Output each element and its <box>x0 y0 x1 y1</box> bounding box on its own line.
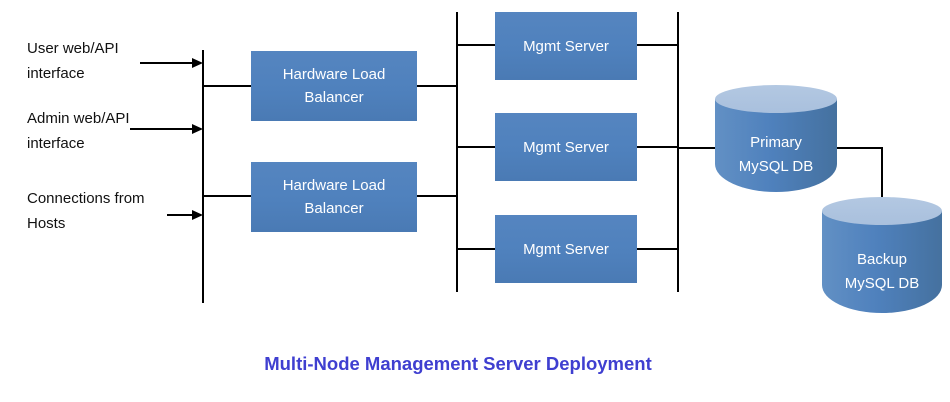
mgmt-server-box-3: Mgmt Server <box>495 215 637 283</box>
arrow-hosts-line <box>167 214 194 216</box>
mgmt-server-label: Mgmt Server <box>523 138 609 156</box>
input-label-user-web-api: User web/API interface <box>27 36 119 86</box>
load-balancer-box-1: Hardware Load Balancer <box>251 51 417 121</box>
arrow-admin-line <box>130 128 194 130</box>
rail-inputs <box>202 50 204 303</box>
diagram-title: Multi-Node Management Server Deployment <box>264 353 652 374</box>
load-balancer-box-2: Hardware Load Balancer <box>251 162 417 232</box>
input-label-admin-web-api: Admin web/API interface <box>27 106 130 156</box>
mgmt-server-label: Mgmt Server <box>523 240 609 258</box>
connector-lb1-to-rail <box>417 85 457 87</box>
input-label-connections-hosts: Connections from Hosts <box>27 186 145 236</box>
connector-elbow-to-backup <box>881 147 883 232</box>
connector-rail-to-lb1 <box>202 85 251 87</box>
mgmt-server-label: Mgmt Server <box>523 37 609 55</box>
arrow-user-head-icon <box>192 58 203 68</box>
primary-db-cylinder-top <box>715 85 837 113</box>
backup-db-cylinder-top <box>822 197 942 225</box>
mgmt-server-box-1: Mgmt Server <box>495 12 637 80</box>
arrow-admin-head-icon <box>192 124 203 134</box>
connector-primary-to-elbow <box>837 147 883 149</box>
connector-mgmt3-to-rail <box>637 248 677 250</box>
input-label-line: Admin web/API <box>27 110 130 127</box>
arrow-hosts-head-icon <box>192 210 203 220</box>
rail-mgmt-right <box>677 12 679 292</box>
input-label-line: interface <box>27 135 85 152</box>
load-balancer-label-line: Hardware Load <box>282 177 386 194</box>
rail-mgmt-left <box>456 12 458 292</box>
arrow-user-line <box>140 62 194 64</box>
primary-db-cylinder: Primary MySQL DB <box>715 99 837 192</box>
input-label-line: Connections from <box>27 190 145 207</box>
connector-rail-to-mgmt1 <box>456 44 495 46</box>
load-balancer-label-line: Hardware Load <box>282 66 386 83</box>
db-label-line: Primary <box>750 133 802 151</box>
connector-mgmt1-to-rail <box>637 44 677 46</box>
input-label-line: Hosts <box>27 215 66 232</box>
connector-mgmt2-to-rail <box>637 146 677 148</box>
input-label-line: User web/API <box>27 40 119 57</box>
load-balancer-label-line: Balancer <box>304 89 364 106</box>
db-label-line: MySQL DB <box>844 275 920 292</box>
connector-rail-to-mgmt3 <box>456 248 495 250</box>
connector-rail-to-lb2 <box>202 195 251 197</box>
connector-rail-to-primary-db <box>677 147 715 149</box>
connector-lb2-to-rail <box>417 195 457 197</box>
input-label-line: interface <box>27 65 85 82</box>
connector-rail-to-mgmt2 <box>456 146 495 148</box>
mgmt-server-box-2: Mgmt Server <box>495 113 637 181</box>
db-label-line: Backup <box>856 251 908 268</box>
db-label-line: MySQL DB <box>738 157 814 175</box>
backup-db-cylinder: Backup MySQL DB <box>822 211 942 313</box>
load-balancer-label-line: Balancer <box>304 200 364 217</box>
